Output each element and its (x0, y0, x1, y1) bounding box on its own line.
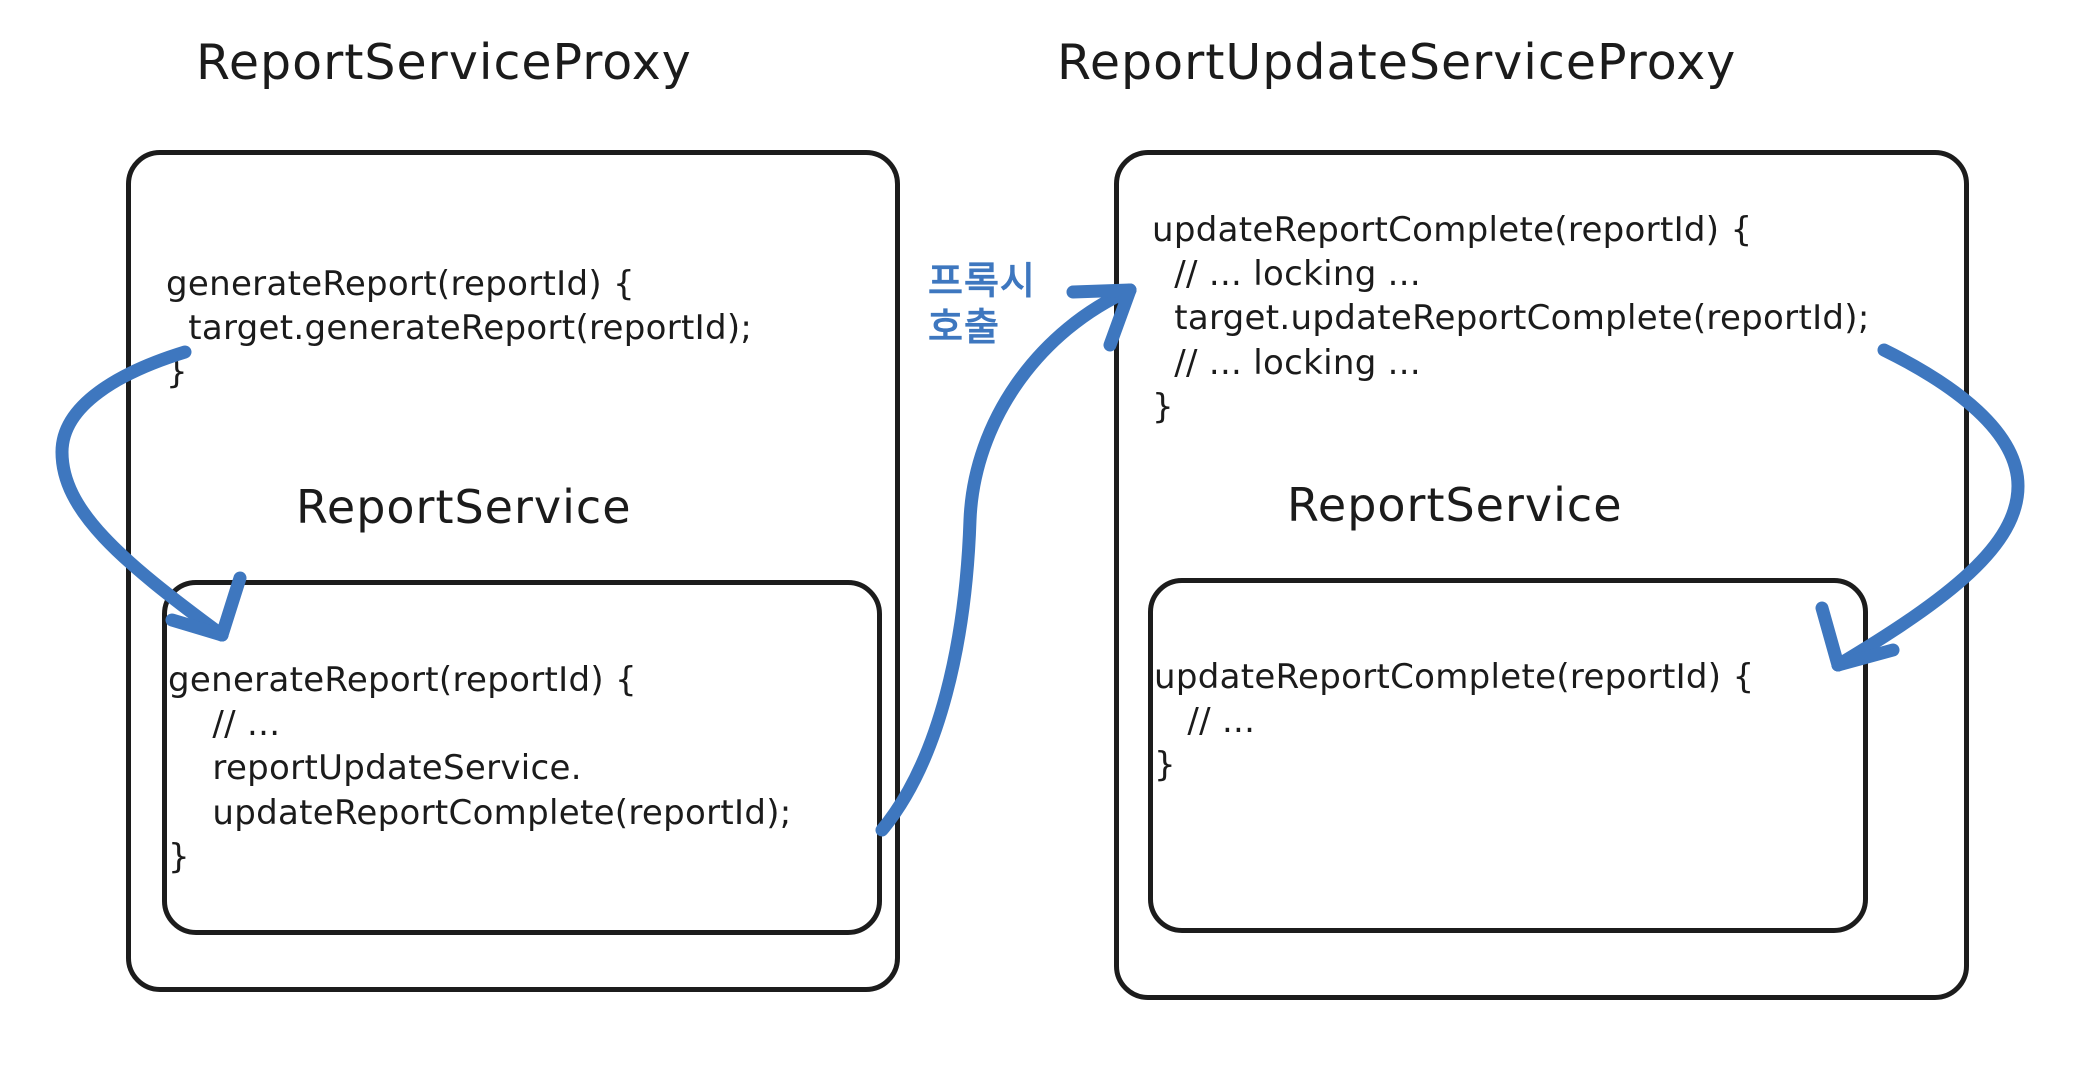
left-proxy-code: generateReport(reportId) { target.genera… (166, 264, 753, 393)
right-proxy-code: updateReportComplete(reportId) { // ... … (1152, 210, 1870, 427)
proxy-call-label: 프록시 호출 (928, 259, 1036, 350)
left-proxy-title: ReportServiceProxy (196, 34, 692, 91)
left-inner-title: ReportService (296, 480, 632, 534)
right-proxy-title: ReportUpdateServiceProxy (1057, 34, 1737, 91)
left-inner-code: generateReport(reportId) { // ... report… (168, 660, 792, 877)
right-inner-title: ReportService (1287, 478, 1623, 532)
cross-proxy-call-arrow (875, 283, 1137, 837)
right-inner-code: updateReportComplete(reportId) { // ... … (1154, 657, 1755, 786)
right-inner-box (1148, 578, 1868, 933)
